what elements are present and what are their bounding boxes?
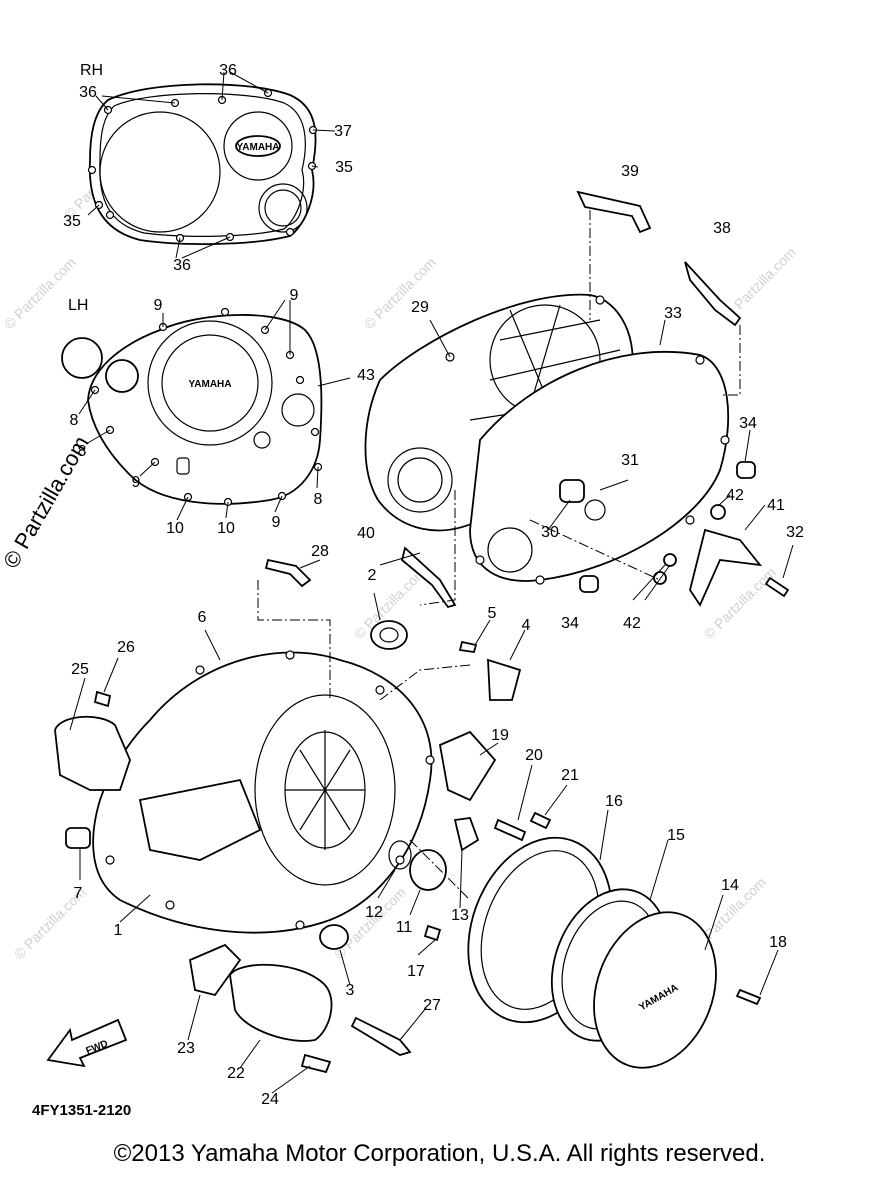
lh-gasket: YAMAHA xyxy=(61,307,323,507)
parts-diagram: © Partzilla.com © Partzilla.com © Partzi… xyxy=(1,62,804,1119)
callout-c36b: 36 xyxy=(219,62,237,79)
callout-c40: 40 xyxy=(357,525,375,542)
callout-c42b: 42 xyxy=(623,615,641,632)
lh-brand-logo: YAMAHA xyxy=(189,379,232,390)
callout-c8b: 8 xyxy=(78,443,87,460)
callout-c25: 25 xyxy=(71,661,89,678)
callout-c12: 12 xyxy=(365,904,383,921)
callout-c33: 33 xyxy=(664,305,682,322)
crankcase-cover-inner xyxy=(364,293,730,585)
callout-c26: 26 xyxy=(117,639,135,656)
callout-c18: 18 xyxy=(769,934,787,951)
clutch-covers: YAMAHA xyxy=(467,836,762,1069)
fwd-arrow-icon: FWD xyxy=(46,1018,128,1068)
callout-c21: 21 xyxy=(561,767,579,784)
rh-label: RH xyxy=(80,62,103,79)
callout-c27: 27 xyxy=(423,997,441,1014)
callout-c23: 23 xyxy=(177,1040,195,1057)
callout-c4: 4 xyxy=(522,617,531,634)
alignment-lines xyxy=(257,210,741,901)
callout-c8c: 8 xyxy=(314,491,323,508)
callout-c41: 41 xyxy=(767,497,785,514)
callout-c10a: 10 xyxy=(166,520,184,537)
rh-gasket: YAMAHA xyxy=(87,83,318,245)
callout-c35a: 35 xyxy=(63,213,81,230)
callout-c1: 1 xyxy=(114,922,123,939)
callout-c35b: 35 xyxy=(335,159,353,176)
callout-c34b: 34 xyxy=(561,615,579,632)
callout-c8a: 8 xyxy=(70,412,79,429)
callout-c9b: 9 xyxy=(290,287,299,304)
callout-c2: 2 xyxy=(368,567,377,584)
callout-c36a: 36 xyxy=(79,84,97,101)
lh-label: LH xyxy=(68,297,88,314)
callout-c29: 29 xyxy=(411,299,429,316)
rh-brand-logo: YAMAHA xyxy=(237,142,280,153)
copyright-notice: ©2013 Yamaha Motor Corporation, U.S.A. A… xyxy=(113,1140,766,1167)
callout-c9c: 9 xyxy=(132,474,141,491)
callout-c30: 30 xyxy=(541,524,559,541)
callout-c36c: 36 xyxy=(173,257,191,274)
callout-c39: 39 xyxy=(621,163,639,180)
callout-c32: 32 xyxy=(786,524,804,541)
callout-c5: 5 xyxy=(488,605,497,622)
small-parts-center xyxy=(438,640,552,852)
callout-c37: 37 xyxy=(334,123,352,140)
callout-c9d: 9 xyxy=(272,514,281,531)
callout-c7: 7 xyxy=(74,885,83,902)
callout-c28: 28 xyxy=(311,543,329,560)
callout-c19: 19 xyxy=(491,727,509,744)
callout-c11: 11 xyxy=(396,919,413,936)
callout-c34a: 34 xyxy=(739,415,757,432)
callout-c17: 17 xyxy=(407,963,425,980)
bearings xyxy=(319,620,447,950)
main-crankcase-cover xyxy=(54,650,435,934)
diagram-code: 4FY1351-2120 xyxy=(32,1102,131,1119)
callout-c16: 16 xyxy=(605,793,623,810)
callout-c20: 20 xyxy=(525,747,543,764)
callout-c9a: 9 xyxy=(154,297,163,314)
callout-c3: 3 xyxy=(346,982,355,999)
callout-c14: 14 xyxy=(721,877,739,894)
callout-c6: 6 xyxy=(198,609,207,626)
callout-c15: 15 xyxy=(667,827,685,844)
callout-c24: 24 xyxy=(261,1091,279,1108)
watermark-2: © Partzilla.com xyxy=(361,254,439,332)
callout-c13: 13 xyxy=(451,907,469,924)
callout-c22: 22 xyxy=(227,1065,245,1082)
callout-c43: 43 xyxy=(357,367,375,384)
brackets xyxy=(400,190,742,609)
callout-c42a: 42 xyxy=(726,487,744,504)
small-parts-right xyxy=(579,461,790,607)
starter-motor xyxy=(93,558,442,1074)
watermark-4: © Partzilla.com xyxy=(1,254,79,332)
callout-c31: 31 xyxy=(621,452,639,469)
leader-lines xyxy=(69,71,794,1094)
callout-c38: 38 xyxy=(713,220,731,237)
callout-c10b: 10 xyxy=(217,520,235,537)
